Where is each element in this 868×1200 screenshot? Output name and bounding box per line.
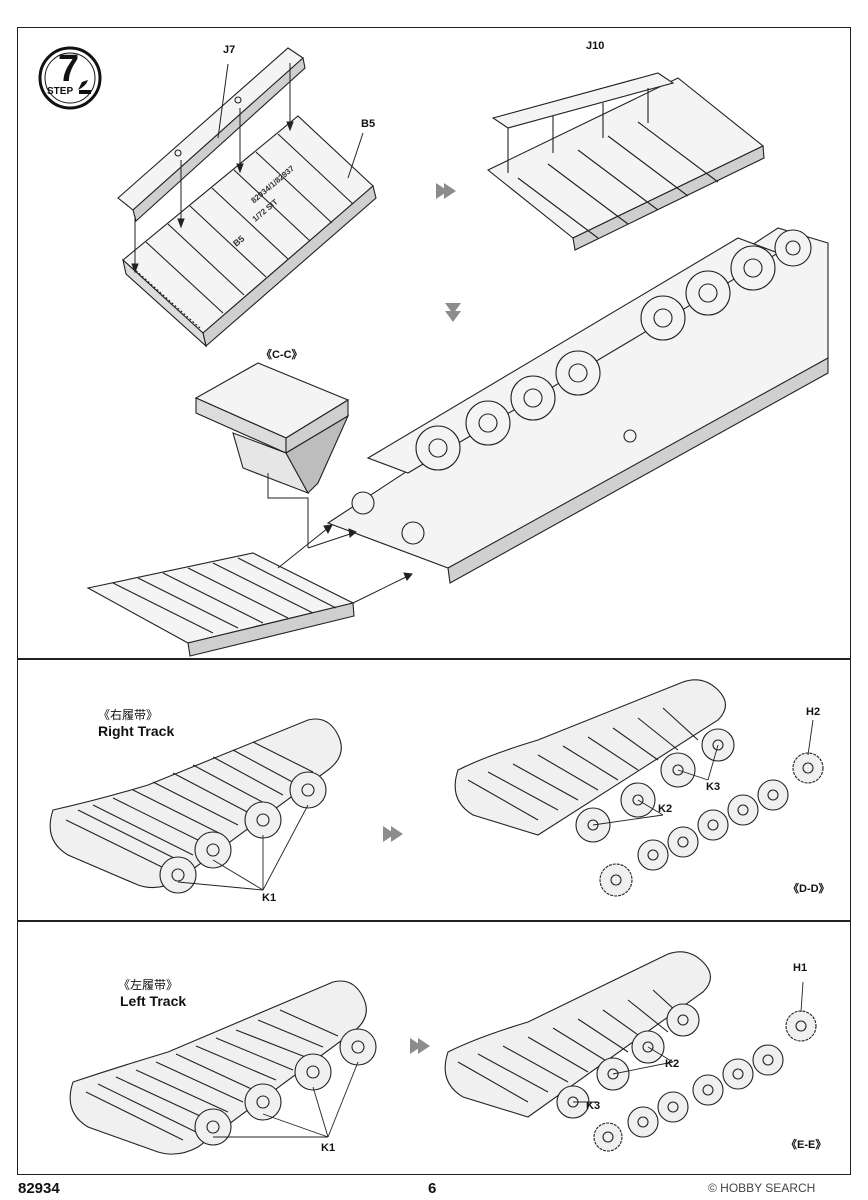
flow-arrow-down bbox=[445, 303, 461, 322]
flow-arrow-right-2 bbox=[383, 826, 403, 842]
right-track-drawing bbox=[49, 679, 824, 897]
page-number: 6 bbox=[428, 1180, 437, 1197]
j10-assembly bbox=[486, 72, 765, 251]
model-number: 82934 bbox=[18, 1180, 60, 1197]
subassembly-label-dd: 《D-D》 bbox=[788, 883, 830, 895]
part-label-k3-left: K3 bbox=[586, 1100, 601, 1112]
hull-body bbox=[326, 227, 829, 584]
part-label-k1-left: K1 bbox=[321, 1142, 336, 1154]
cc-subassembly bbox=[194, 362, 350, 495]
left-track-drawing bbox=[69, 951, 817, 1155]
left-track-label-cn: 《左履带》 bbox=[118, 978, 179, 992]
left-track-label-en: Left Track bbox=[120, 993, 187, 1009]
subassembly-label-cc: 《C-C》 bbox=[261, 349, 303, 361]
left-track-loop bbox=[69, 980, 377, 1155]
part-label-k1-right: K1 bbox=[262, 892, 277, 904]
step-7-panel: 7 STEP bbox=[17, 27, 851, 659]
left-track-panel: 《左履带》 Left Track K1 K2 K3 H1 《E-E》 bbox=[17, 921, 851, 1175]
step-badge-icon bbox=[38, 46, 102, 110]
part-label-h1: H1 bbox=[793, 962, 808, 974]
part-label-b5: B5 bbox=[361, 118, 376, 130]
flow-arrow-right-3 bbox=[410, 1038, 430, 1054]
part-label-j10: J10 bbox=[586, 40, 605, 52]
watermark: © HOBBY SEARCH bbox=[708, 1181, 816, 1195]
subassembly-label-ee: 《E-E》 bbox=[786, 1139, 827, 1151]
part-label-h2: H2 bbox=[806, 706, 821, 718]
step-badge: 7 STEP bbox=[38, 46, 102, 110]
lower-grate bbox=[86, 552, 355, 657]
part-label-j7: J7 bbox=[223, 44, 236, 56]
b5-deck-grate bbox=[122, 115, 377, 348]
part-label-k2-right: K2 bbox=[658, 803, 673, 815]
part-label-k3-right: K3 bbox=[706, 781, 721, 793]
right-track-label-en: Right Track bbox=[98, 723, 175, 739]
top-panel-drawing bbox=[86, 47, 829, 657]
right-track-label-cn: 《右履带》 bbox=[98, 708, 159, 722]
step-label: STEP bbox=[47, 86, 74, 97]
right-track-loop bbox=[49, 718, 342, 894]
step-number: 7 bbox=[58, 48, 80, 90]
part-label-k2-left: K2 bbox=[665, 1058, 680, 1070]
left-track-assembly bbox=[444, 951, 817, 1152]
flow-arrow-right bbox=[436, 183, 456, 199]
right-track-panel: 《右履带》 Right Track K1 K2 K3 H2 《D-D》 bbox=[17, 659, 851, 921]
right-track-assembly bbox=[454, 679, 824, 897]
